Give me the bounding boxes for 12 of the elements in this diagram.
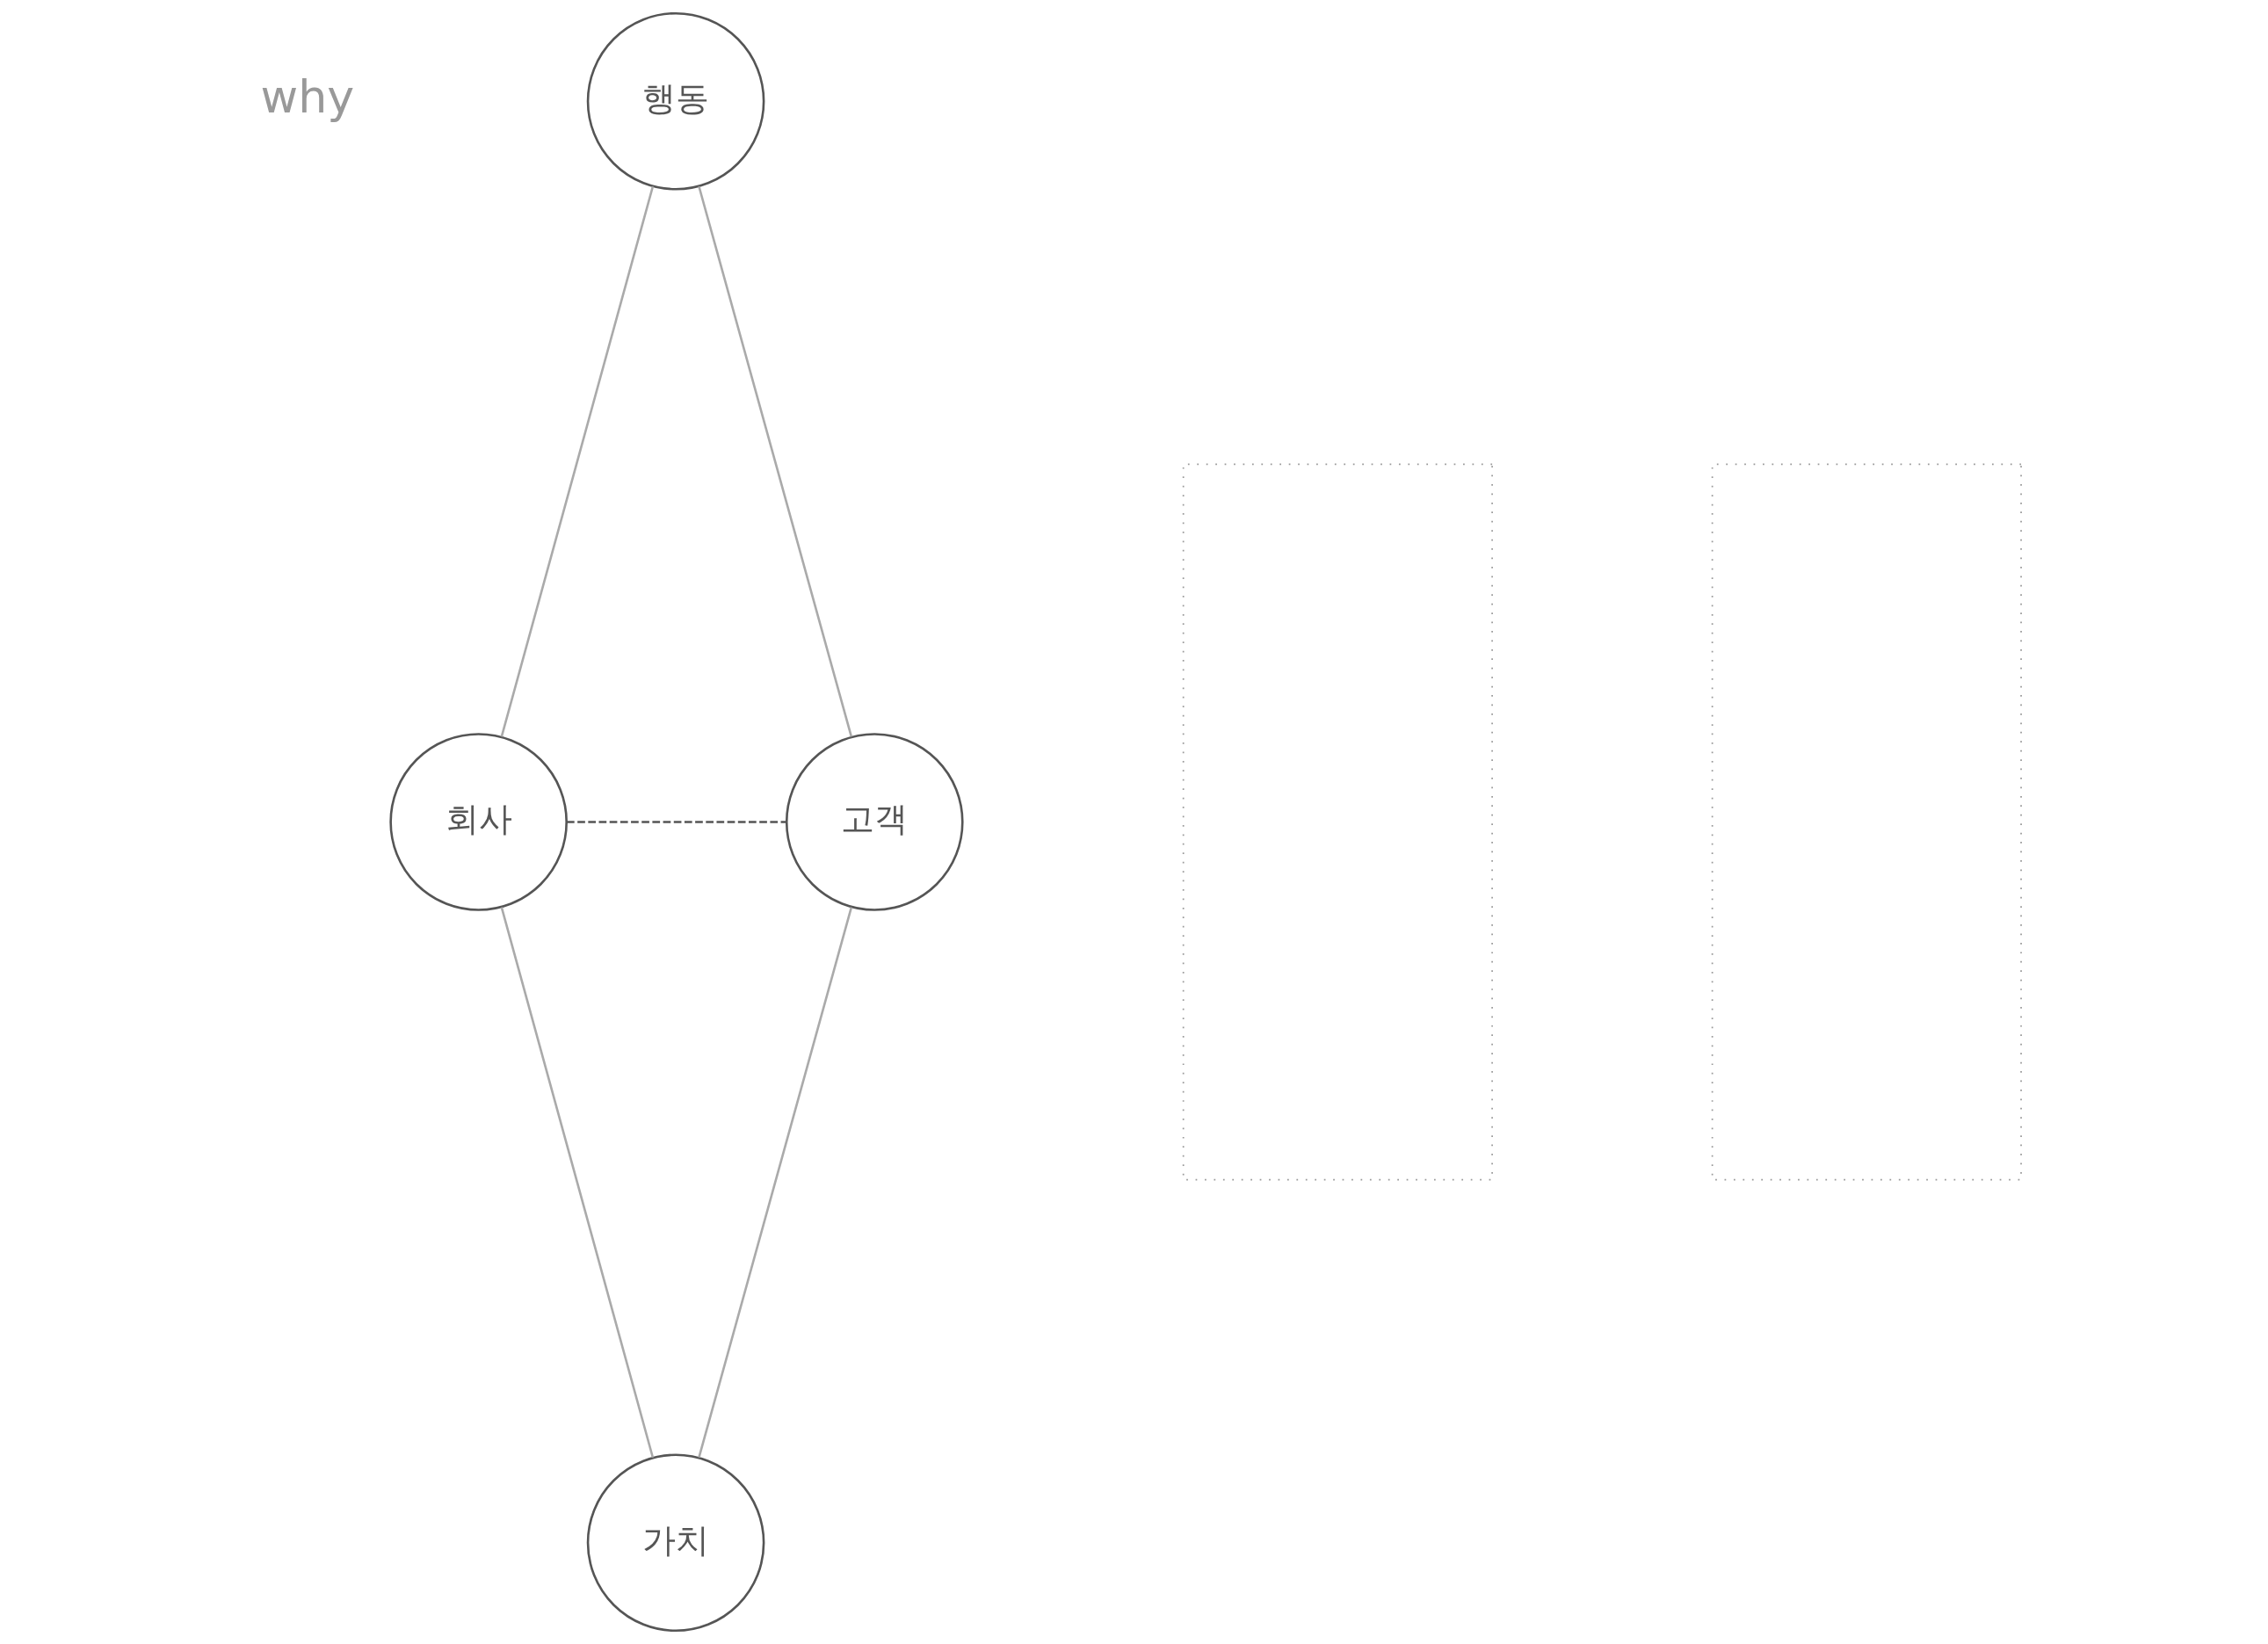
connector <box>500 907 654 1459</box>
node-circle: 회사 <box>388 733 568 911</box>
node-box <box>1711 463 2022 1181</box>
node-box <box>1182 463 1493 1181</box>
connector <box>566 821 786 823</box>
label: why <box>259 70 354 124</box>
connector <box>697 907 852 1459</box>
connector <box>697 185 852 737</box>
connector <box>500 185 654 737</box>
node-circle: 가치 <box>586 1453 764 1633</box>
node-circle: 고객 <box>785 733 964 911</box>
node-circle: 행동 <box>586 11 764 191</box>
